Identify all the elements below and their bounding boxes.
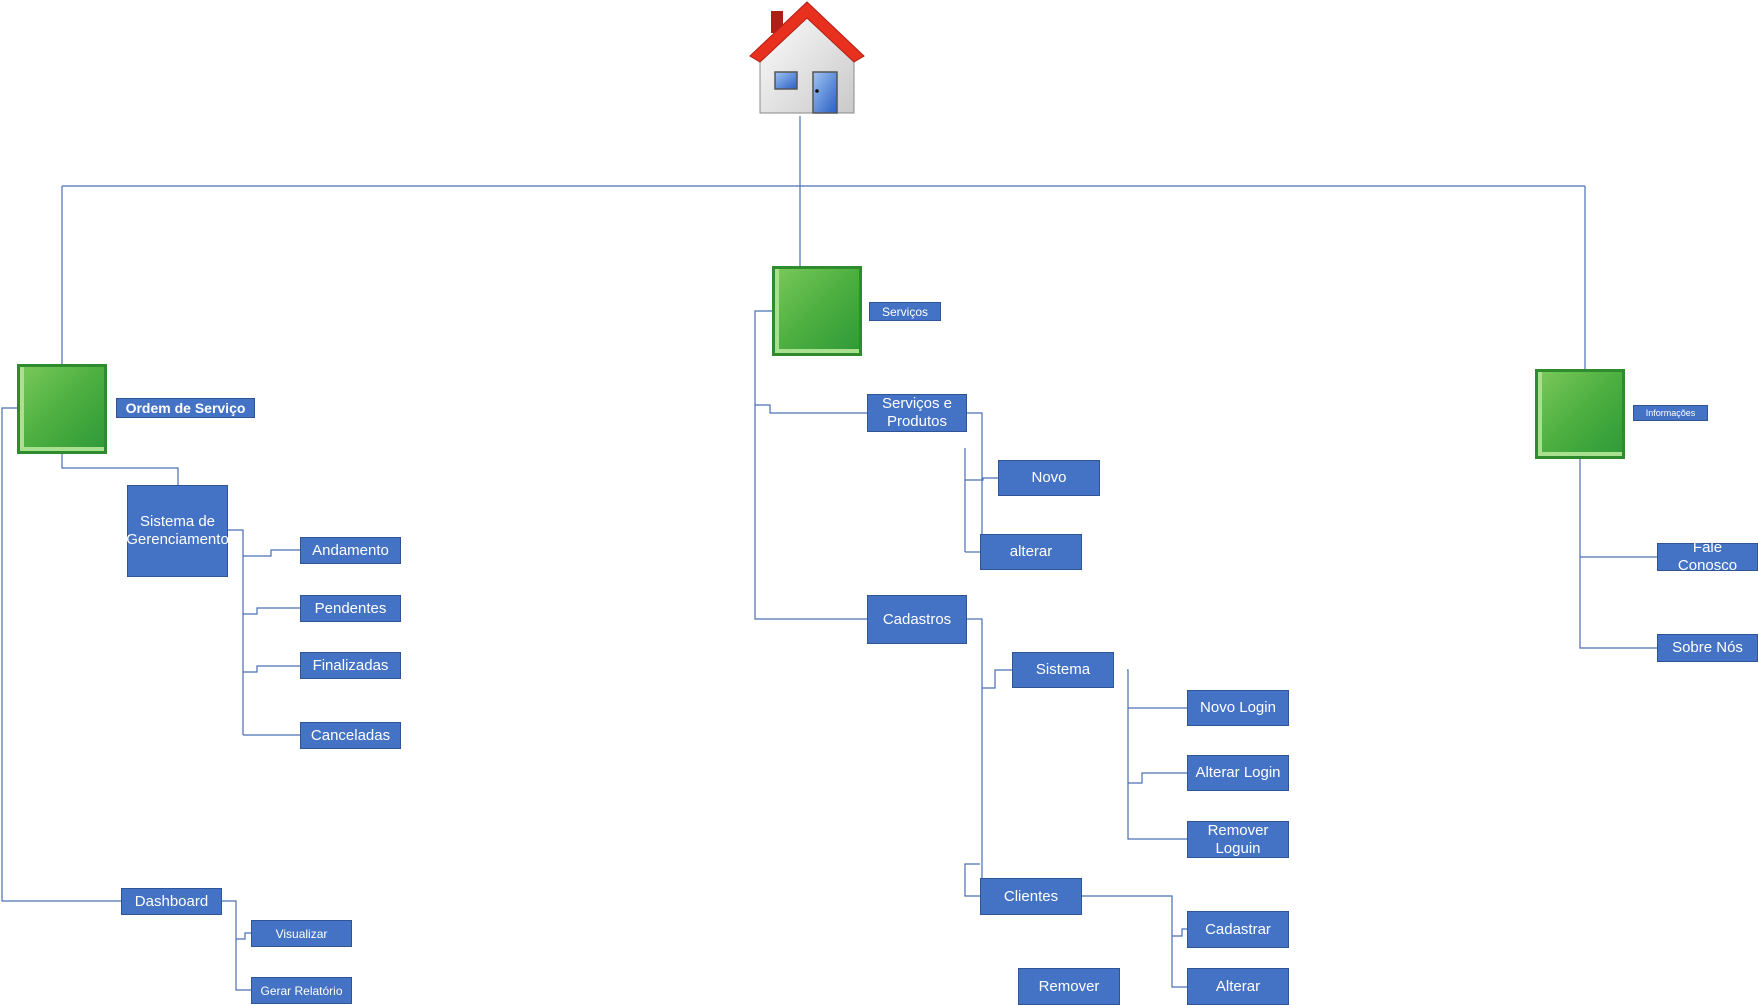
alterar-login-node[interactable]: Alterar Login	[1187, 755, 1289, 791]
canceladas-node[interactable]: Canceladas	[300, 722, 401, 749]
novo-login-node[interactable]: Novo Login	[1187, 690, 1289, 726]
alterar-cliente-node[interactable]: Alterar	[1187, 968, 1289, 1005]
novo-node[interactable]: Novo	[998, 460, 1100, 496]
andamento-node[interactable]: Andamento	[300, 537, 401, 564]
alterar-servico-node[interactable]: alterar	[980, 534, 1082, 570]
pendentes-node[interactable]: Pendentes	[300, 595, 401, 622]
connector	[964, 618, 983, 897]
informacoes-square[interactable]	[1535, 369, 1625, 459]
connector	[1172, 928, 1187, 937]
clientes-node[interactable]: Clientes	[980, 878, 1082, 915]
servicos-label[interactable]: Serviços	[869, 302, 941, 321]
informacoes-label[interactable]: Informações	[1633, 405, 1708, 421]
connector	[1080, 895, 1187, 988]
connector	[222, 900, 251, 991]
connector	[967, 412, 983, 553]
sistema-gerenciamento-node[interactable]: Sistema de Gerenciamento	[126, 485, 229, 577]
servicos-produtos-node[interactable]: Serviços e Produtos	[867, 394, 967, 432]
gerar-relatorio-node[interactable]: Gerar Relatório	[251, 977, 352, 1004]
connector	[1579, 459, 1657, 649]
connector	[228, 529, 244, 735]
dashboard-node[interactable]: Dashboard	[121, 888, 222, 915]
finalizadas-node[interactable]: Finalizadas	[300, 652, 401, 679]
connector	[243, 665, 300, 673]
cadastros-node[interactable]: Cadastros	[867, 595, 967, 644]
connector	[1127, 669, 1187, 840]
connector	[754, 310, 867, 620]
ordem-servico-square[interactable]	[17, 364, 107, 454]
connector	[236, 932, 251, 940]
connector	[1, 407, 121, 902]
connector	[755, 404, 867, 414]
remover-loguin-node[interactable]: Remover Loguin	[1187, 821, 1289, 858]
remover-node[interactable]: Remover	[1018, 968, 1120, 1005]
cadastrar-node[interactable]: Cadastrar	[1187, 911, 1289, 948]
fale-conosco-node[interactable]: Fale Conosco	[1657, 539, 1758, 574]
connector	[1128, 772, 1187, 784]
ordem-servico-label[interactable]: Ordem de Serviço	[116, 398, 255, 418]
sistema-node[interactable]: Sistema	[1012, 652, 1114, 688]
connector	[243, 607, 300, 615]
connector	[243, 549, 300, 557]
connector	[61, 454, 179, 485]
visualizar-node[interactable]: Visualizar	[251, 920, 352, 947]
sobre-nos-node[interactable]: Sobre Nós	[1657, 634, 1758, 662]
servicos-square[interactable]	[772, 266, 862, 356]
connector	[965, 477, 998, 481]
connector	[982, 669, 1012, 689]
house-icon[interactable]	[748, 0, 866, 116]
